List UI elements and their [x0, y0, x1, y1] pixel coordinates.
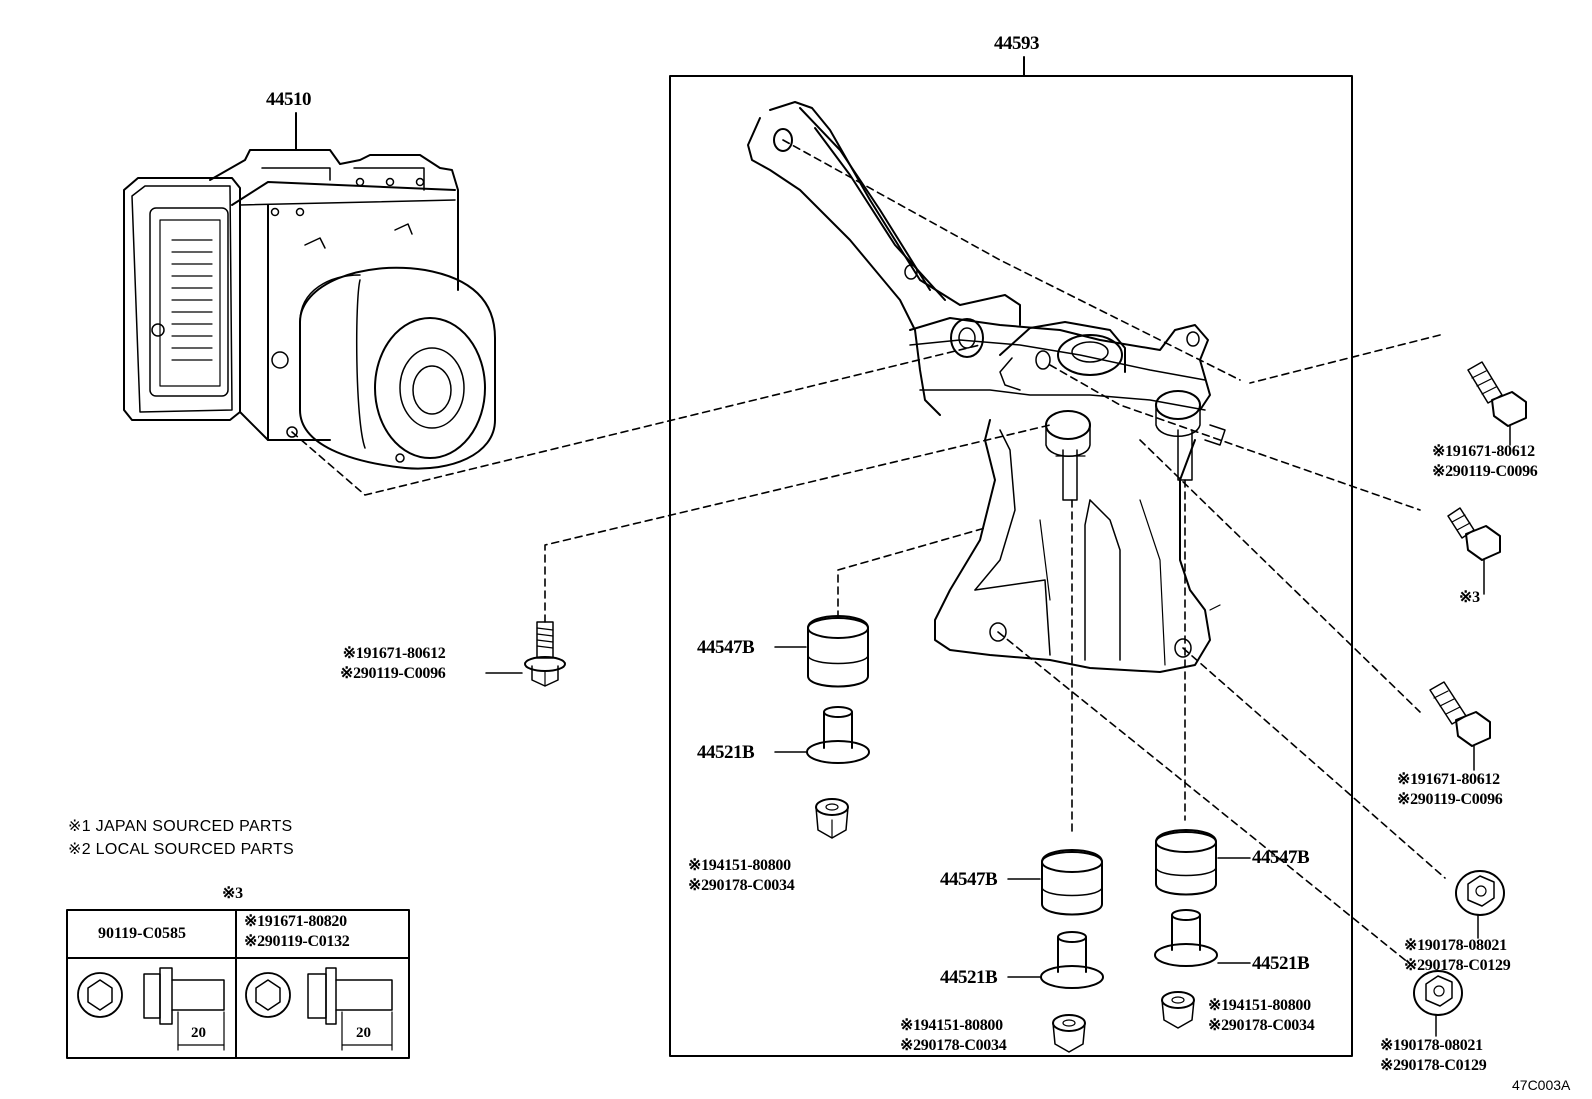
diagram-code: 47C003A	[1512, 1077, 1571, 1093]
table-col2-header: ※191671-80820 ※290119-C0132	[244, 912, 350, 952]
flange-nut-bottom-right	[1161, 991, 1195, 1029]
ref-line[interactable]: ※290119-C0096	[1432, 463, 1538, 480]
table-title: ※3	[222, 885, 243, 902]
collar-bottom-left	[1007, 931, 1104, 989]
ref-line[interactable]: ※194151-80800	[688, 857, 791, 874]
ref-line[interactable]: ※194151-80800	[1208, 997, 1311, 1014]
callout-collar-bottom-right[interactable]: 44521B	[1252, 953, 1310, 974]
bolt-right-top	[1467, 361, 1527, 446]
note-japan-sourced: ※1 JAPAN SOURCED PARTS	[68, 818, 293, 835]
flange-nut-right-upper	[1455, 870, 1505, 939]
note-local-sourced: ※2 LOCAL SOURCED PARTS	[68, 841, 294, 858]
cushion-bottom-left	[1007, 849, 1103, 916]
ref-line[interactable]: ※290119-C0096	[1397, 791, 1503, 808]
table-col2-length: 20	[356, 1025, 371, 1041]
ref-nut-right-lower: ※190178-08021 ※290178-C0129	[1380, 1036, 1487, 1076]
ref-line[interactable]: ※290178-C0129	[1404, 957, 1511, 974]
ref-bolt-right-low: ※191671-80612 ※290119-C0096	[1397, 770, 1503, 810]
ref-line[interactable]: ※190178-08021	[1380, 1037, 1483, 1054]
callout-bracket-assy[interactable]: 44593	[994, 33, 1040, 54]
ref-bolt-right-mid[interactable]: ※3	[1459, 589, 1480, 606]
bolt-left	[485, 621, 566, 687]
table-col1-length: 20	[191, 1025, 206, 1041]
ref-line[interactable]: ※191671-80612	[342, 645, 446, 662]
callout-cushion-bottom-left[interactable]: 44547B	[940, 869, 998, 890]
flange-nut-left	[815, 798, 849, 839]
ref-bolt-right-top: ※191671-80612 ※290119-C0096	[1432, 442, 1538, 482]
bolt-variant-table	[66, 909, 410, 1059]
ref-nut-bottom-center: ※194151-80800 ※290178-C0034	[900, 1016, 1007, 1056]
flange-nut-bottom-center	[1052, 1014, 1086, 1053]
ref-line[interactable]: ※194151-80800	[900, 1017, 1003, 1034]
ref-line[interactable]: ※191671-80612	[1432, 443, 1535, 460]
ref-line[interactable]: ※191671-80612	[1397, 771, 1500, 788]
bracket-assy-frame	[669, 75, 1353, 1057]
ref-nut-left: ※194151-80800 ※290178-C0034	[688, 856, 795, 896]
callout-cushion-bottom-right[interactable]: 44547B	[1252, 847, 1310, 868]
bracket-drawing	[747, 101, 1226, 673]
legend-notes: ※1 JAPAN SOURCED PARTS ※2 LOCAL SOURCED …	[68, 815, 294, 861]
ref-line[interactable]: ※290178-C0129	[1380, 1057, 1487, 1074]
bolt-right-mid	[1447, 507, 1501, 595]
dashed-leaders	[291, 139, 1446, 969]
ref-line[interactable]: ※290178-C0034	[900, 1037, 1007, 1054]
ref-line[interactable]: ※290178-C0034	[1208, 1017, 1315, 1034]
collar-left	[774, 706, 870, 764]
ref-line[interactable]: ※190178-08021	[1404, 937, 1507, 954]
bolt-right-low	[1429, 681, 1491, 771]
table-col1-header[interactable]: 90119-C0585	[98, 925, 186, 942]
ref-nut-right-upper: ※190178-08021 ※290178-C0129	[1404, 936, 1511, 976]
cushion-left	[774, 615, 869, 688]
callout-collar-bottom-left[interactable]: 44521B	[940, 967, 998, 988]
ref-bolt-left: ※191671-80612 ※290119-C0096	[340, 644, 446, 684]
callout-collar-left[interactable]: 44521B	[697, 742, 755, 763]
table-col2-line[interactable]: ※191671-80820	[244, 913, 347, 930]
ref-line[interactable]: ※290119-C0096	[340, 665, 446, 682]
callout-actuator[interactable]: 44510	[266, 89, 312, 110]
callout-cushion-left[interactable]: 44547B	[697, 637, 755, 658]
collar-bottom-right	[1154, 909, 1251, 967]
table-col2-line[interactable]: ※290119-C0132	[244, 933, 350, 950]
flange-nut-right-lower	[1413, 970, 1463, 1037]
ref-nut-bottom-right: ※194151-80800 ※290178-C0034	[1208, 996, 1315, 1036]
cushion-bottom-right	[1155, 829, 1251, 896]
abs-actuator-drawing	[123, 149, 496, 470]
ref-line[interactable]: ※290178-C0034	[688, 877, 795, 894]
